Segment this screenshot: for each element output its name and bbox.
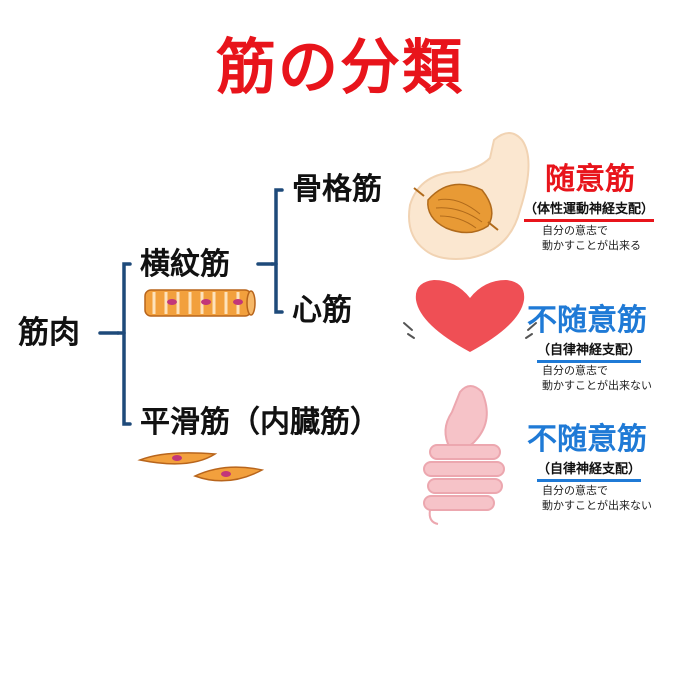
smooth-muscle-illustration	[137, 452, 265, 482]
stomach-intestine-illustration	[423, 385, 505, 525]
cardiac-desc: 自分の意志で 動かすことが出来ない	[542, 363, 652, 393]
skeletal-desc: 自分の意志で 動かすことが出来る	[542, 223, 641, 253]
cardiac-desc-line2: 動かすことが出来ない	[542, 379, 652, 392]
cardiac-nerve-label: （自律神経支配）	[537, 343, 642, 363]
skeletal-nerve-label: （体性運動神経支配）	[524, 202, 655, 222]
arm-illustration	[408, 132, 530, 260]
tree-connectors	[98, 188, 284, 426]
connector-striated-branch	[274, 188, 284, 314]
smooth-involuntary-heading: 不随意筋	[527, 422, 647, 457]
page-title: 筋の分類	[216, 33, 464, 103]
term-smooth-muscle: 平滑筋（内臓筋）	[140, 405, 380, 440]
term-cardiac-muscle: 心筋	[292, 293, 352, 328]
skeletal-nerve-text: （体性運動神経支配）	[524, 202, 655, 222]
smooth-desc-line2: 動かすことが出来ない	[542, 499, 652, 512]
smooth-desc: 自分の意志で 動かすことが出来ない	[542, 483, 652, 513]
term-striated-muscle: 横紋筋	[140, 247, 230, 282]
cardiac-desc-line1: 自分の意志で	[542, 364, 608, 377]
cardiac-nerve-text: （自律神経支配）	[537, 343, 642, 363]
connector-root-branch	[122, 262, 132, 426]
skeletal-desc-line2: 動かすことが出来る	[542, 239, 641, 252]
skeletal-desc-line1: 自分の意志で	[542, 224, 608, 237]
term-skeletal-muscle: 骨格筋	[292, 172, 382, 207]
heart-illustration	[403, 280, 537, 352]
term-muscle: 筋肉	[18, 315, 80, 351]
cardiac-involuntary-heading: 不随意筋	[527, 303, 647, 338]
smooth-desc-line1: 自分の意志で	[542, 484, 608, 497]
smooth-nerve-text: （自律神経支配）	[537, 462, 642, 482]
smooth-nerve-label: （自律神経支配）	[537, 462, 642, 482]
voluntary-heading: 随意筋	[545, 162, 635, 197]
striated-fiber-illustration	[144, 289, 256, 317]
